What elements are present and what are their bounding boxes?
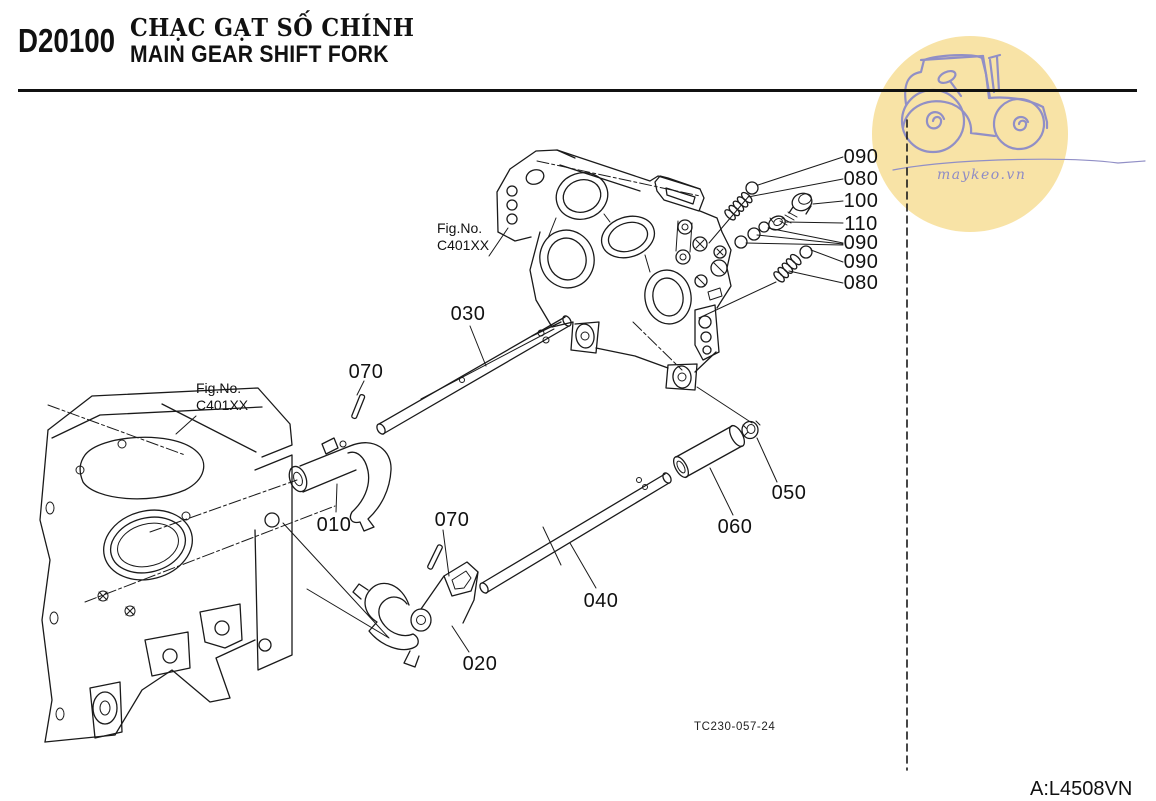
leader-lines: [175, 156, 844, 653]
figure-ref-top-line1: Fig.No.: [437, 220, 483, 236]
detent-ball-right: [799, 245, 813, 259]
detent-spring-bottom: [773, 253, 802, 283]
shift-rod-030: [376, 315, 572, 435]
callout-090-low: 090: [843, 251, 879, 273]
callout-110: 110: [844, 213, 878, 235]
watermark-site-label: maykeo.vn: [937, 167, 1027, 183]
callout-080-top: 080: [843, 168, 879, 190]
watermark-circle: [872, 36, 1068, 232]
figure-ref-left-line1: Fig.No.: [196, 380, 242, 396]
shift-rod-040: [479, 472, 672, 594]
drawing-code: TC230-057-24: [694, 721, 776, 733]
page-code: A:L4508VN: [1030, 778, 1133, 800]
detent-ball-row: [734, 235, 748, 249]
detent-ball-row: [758, 221, 770, 233]
callout-050: 050: [771, 482, 807, 504]
figure-ref-left: Fig.No. C401XX: [196, 380, 248, 414]
title-rule: [18, 89, 1137, 92]
tractor-outline: [892, 53, 1146, 171]
collar-060: [672, 424, 746, 479]
callout-040: 040: [583, 590, 619, 612]
spring-pin-070-upper: [351, 393, 366, 420]
gear-shift-fork-010: [288, 437, 392, 532]
detent-ball-top: [745, 181, 759, 195]
figure-ref-left-line2: C401XX: [196, 397, 249, 413]
page-title-english: MAIN GEAR SHIFT FORK: [130, 41, 389, 68]
callout-070-upper: 070: [348, 361, 384, 383]
detent-parts: [698, 181, 813, 319]
gear-shift-fork-020: [352, 561, 479, 668]
left-case-casting: [39, 387, 390, 743]
callout-090-top: 090: [843, 146, 879, 168]
detent-ball-row: [747, 227, 761, 241]
callout-010: 010: [316, 514, 352, 536]
spring-pin-070-lower: [427, 544, 443, 570]
callout-030: 030: [450, 303, 486, 325]
callout-060: 060: [717, 516, 753, 538]
snap-ring-050: [741, 420, 761, 440]
upper-case-casting: [420, 149, 732, 400]
callout-070-lower: 070: [434, 509, 470, 531]
page-title-vietnamese: CHẠC GẠT SỐ CHÍNH: [130, 13, 415, 42]
callout-080-low: 080: [843, 272, 879, 294]
figure-ref-top: Fig.No. C401XX: [437, 220, 489, 254]
callout-100: 100: [843, 190, 879, 212]
section-code: D20100: [18, 22, 116, 59]
figure-ref-top-line2: C401XX: [437, 237, 490, 253]
callout-020: 020: [462, 653, 498, 675]
detent-spring-top: [724, 191, 753, 221]
callout-090-mid: 090: [843, 232, 879, 254]
plug-bolt-100: [779, 192, 813, 226]
